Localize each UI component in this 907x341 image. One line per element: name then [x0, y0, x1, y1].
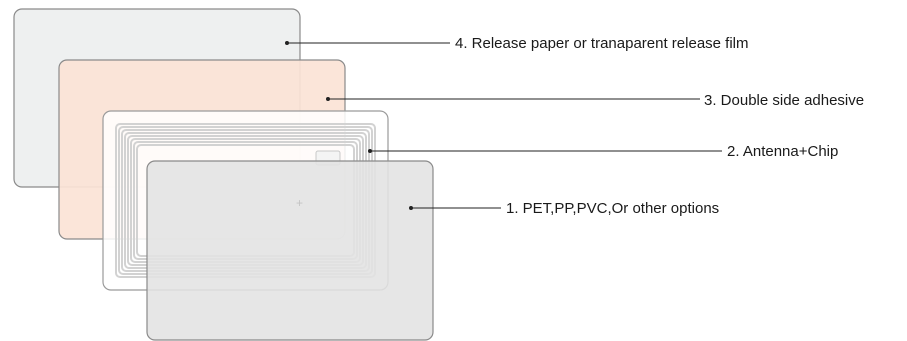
- leader-dot-3: [326, 97, 330, 101]
- leader-lines: [287, 42, 722, 209]
- plus-mark: +: [296, 196, 303, 210]
- leader-dots: [285, 41, 413, 210]
- label-layer-2: 2. Antenna+Chip: [727, 143, 839, 160]
- label-layer-1: 1. PET,PP,PVC,Or other options: [506, 200, 720, 217]
- label-layer-4: 4. Release paper or tranaparent release …: [455, 35, 749, 52]
- leader-dot-2: [368, 149, 372, 153]
- leader-dot-4: [285, 41, 289, 45]
- leader-dot-1: [409, 206, 413, 210]
- label-layer-3: 3. Double side adhesive: [704, 92, 865, 109]
- layer-1-base-substrate: [146, 160, 434, 341]
